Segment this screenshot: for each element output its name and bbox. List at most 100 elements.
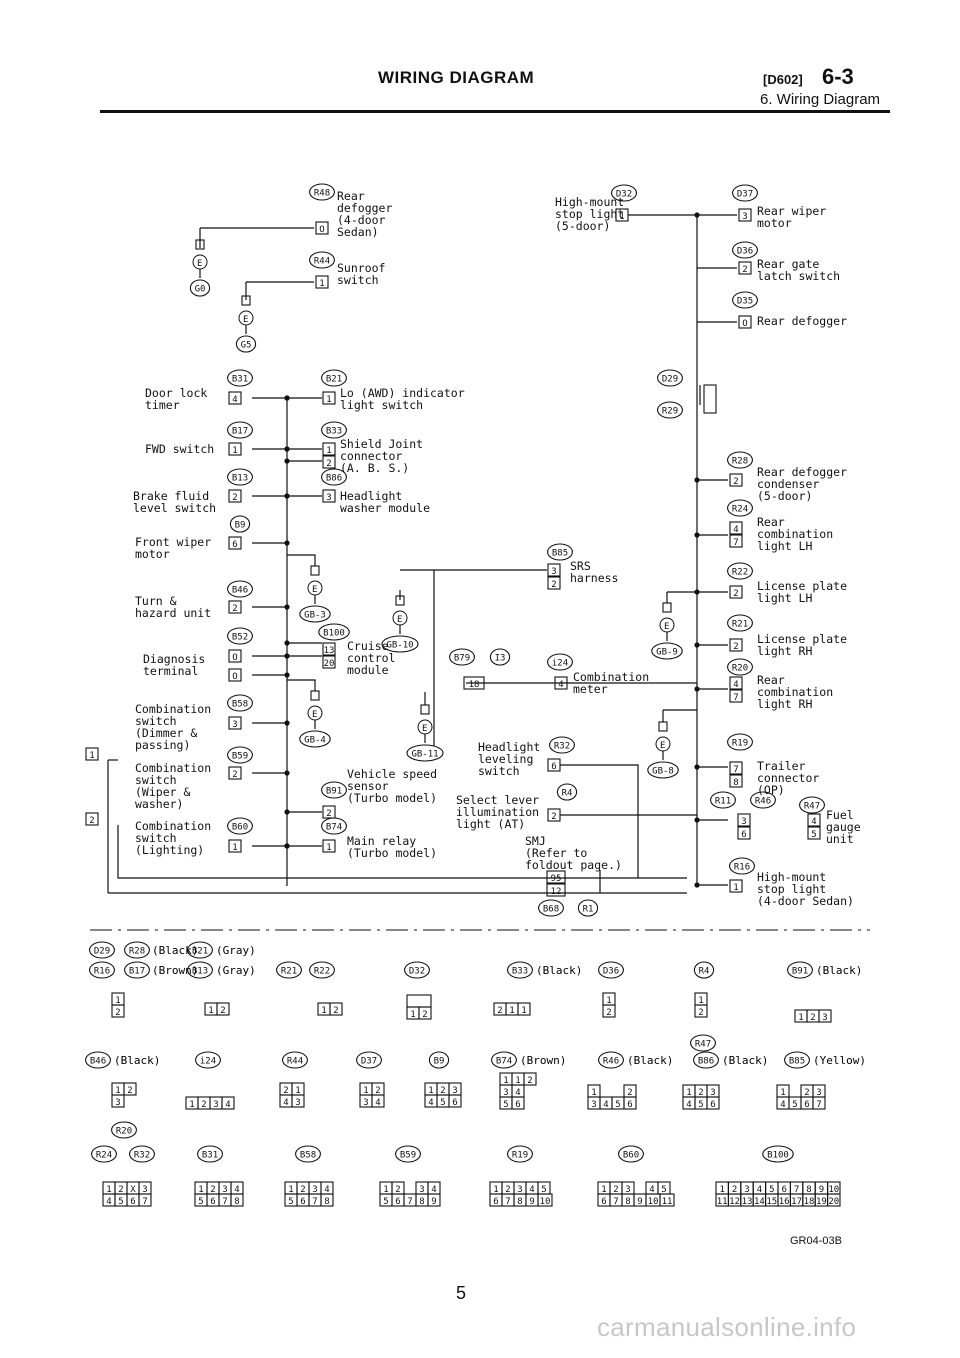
pin-box xyxy=(322,442,336,456)
table-note: (Black) xyxy=(816,964,862,977)
junction-dot xyxy=(694,212,700,218)
table-connector-b85 xyxy=(784,1051,810,1069)
combination-wiper-label: washer) xyxy=(135,797,183,811)
trailer-connector-label: Trailer xyxy=(757,759,806,773)
pin-number: 11 xyxy=(717,1197,728,1207)
pin-number: 5 xyxy=(383,1197,388,1207)
pin-number: 1 xyxy=(208,1006,213,1016)
high-mount-stop-5door-label: High-mount xyxy=(555,195,624,209)
pin-number: 2 xyxy=(527,1076,532,1086)
connector-id: R32 xyxy=(134,1151,150,1161)
shield-joint-label: Shield Joint xyxy=(340,437,423,451)
pin-box xyxy=(738,315,752,329)
rear-defogger-4door-label: (4-door xyxy=(337,213,386,227)
table-connector-r24 xyxy=(91,1145,117,1163)
pin-number: 8 xyxy=(324,1197,329,1207)
pin-number: 6 xyxy=(395,1197,400,1207)
ground-label: E xyxy=(197,259,202,269)
pin-box xyxy=(329,1002,343,1016)
pin-number: 1 xyxy=(115,996,120,1006)
pin-number: 2 xyxy=(732,1185,737,1195)
connector-id: B58 xyxy=(300,1151,316,1161)
connector-b68 xyxy=(538,899,564,917)
pin-number: 2 xyxy=(698,1008,703,1018)
wire xyxy=(287,554,316,566)
ground-bubble xyxy=(392,610,408,626)
connector-id: R28 xyxy=(129,947,145,957)
junction-dot xyxy=(694,817,700,823)
pin-box xyxy=(322,805,336,819)
pin-box xyxy=(706,1096,720,1110)
front-wiper-motor-label: motor xyxy=(135,547,170,561)
table-connector-b31 xyxy=(197,1145,223,1163)
connector-r48 xyxy=(309,183,335,201)
pin-number: 20 xyxy=(324,659,335,669)
pin-number: 7 xyxy=(733,765,738,775)
select-lever-illumination-label: illumination xyxy=(456,805,539,819)
pin-number: 8 xyxy=(234,1197,239,1207)
connector-id: B85 xyxy=(552,549,568,559)
pin-number: 1 xyxy=(686,1088,691,1098)
table-connector-d36 xyxy=(598,961,624,979)
pin-box xyxy=(807,826,821,840)
pin-number: 3 xyxy=(710,1088,715,1098)
pin-box xyxy=(216,1002,230,1016)
connector-id: GB-4 xyxy=(304,736,326,746)
pin-number: 5 xyxy=(288,1197,293,1207)
pin-box xyxy=(511,1096,525,1110)
pin-box xyxy=(523,1072,537,1086)
pin-number: 16 xyxy=(779,1197,790,1207)
pin-box xyxy=(111,1094,125,1108)
pin-number: 3 xyxy=(115,1098,120,1108)
shield-joint-label: (A. B. S.) xyxy=(340,461,409,475)
connector-id: B59 xyxy=(400,1151,416,1161)
pin-number: 3 xyxy=(222,1185,227,1195)
pin-box xyxy=(228,489,242,503)
pin-box xyxy=(547,808,561,822)
page-title: WIRING DIAGRAM xyxy=(378,68,535,87)
pin-number: 6 xyxy=(515,1100,520,1110)
connector-id: B9 xyxy=(434,1057,445,1067)
pin-number: 3 xyxy=(312,1185,317,1195)
connector-id: G0 xyxy=(195,285,206,295)
connector-id: B46 xyxy=(90,1057,106,1067)
pin-number: 7 xyxy=(816,1100,821,1110)
pin-number: 4 xyxy=(225,1100,230,1110)
pin-number: 2 xyxy=(232,493,237,503)
pin-number: 17 xyxy=(791,1197,802,1207)
ground-label: E xyxy=(664,622,669,632)
high-mount-stop-5door-label: (5-door) xyxy=(555,219,610,233)
connector-id: GB-11 xyxy=(411,750,438,760)
door-lock-timer-label: timer xyxy=(145,398,180,412)
pin-number: 3 xyxy=(142,1185,147,1195)
table-connector-b86 xyxy=(693,1051,719,1069)
ground-terminal xyxy=(420,704,430,715)
junction-dot xyxy=(284,458,290,464)
pin-number: 2 xyxy=(505,1185,510,1195)
pin-number: 4 xyxy=(283,1098,288,1108)
pin-number: 3 xyxy=(744,1185,749,1195)
pin-number: 7 xyxy=(222,1197,227,1207)
pin-number: 1 xyxy=(232,843,237,853)
pin-number: 6 xyxy=(232,540,237,550)
pin-box xyxy=(729,585,743,599)
rear-gate-latch-label: latch switch xyxy=(757,269,840,283)
pin-box xyxy=(111,1004,125,1018)
pin-box xyxy=(291,1094,305,1108)
connector-id: G5 xyxy=(241,341,252,351)
junction-dot xyxy=(284,493,290,499)
pin-number: 2 xyxy=(115,1008,120,1018)
junction-dot xyxy=(284,446,290,452)
connector-b85 xyxy=(547,543,573,561)
connector-b13 xyxy=(227,468,253,486)
pin-number: 18 xyxy=(469,680,480,690)
pin-number: 2 xyxy=(810,1013,815,1023)
pin-number: 1 xyxy=(503,1076,508,1086)
high-mount-stop-4door-label: (4-door Sedan) xyxy=(757,894,854,908)
pin-number: 7 xyxy=(142,1197,147,1207)
table-connector-r32 xyxy=(129,1145,155,1163)
ground-terminal xyxy=(658,721,668,732)
connector-id: B31 xyxy=(202,1151,218,1161)
pin-box xyxy=(729,676,743,690)
wire xyxy=(287,679,316,691)
